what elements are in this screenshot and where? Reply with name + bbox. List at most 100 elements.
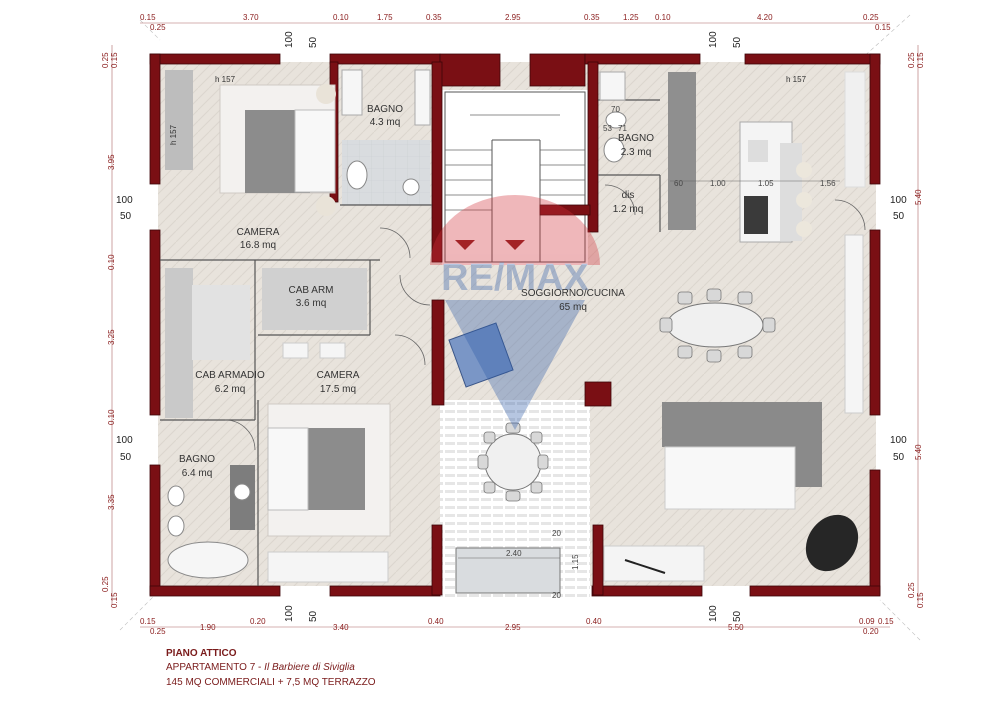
svg-text:71: 71: [618, 124, 627, 133]
dis-name: dis: [622, 190, 635, 201]
svg-text:0.25: 0.25: [150, 627, 166, 636]
camera-1-area: 16.8 mq: [240, 240, 276, 251]
svg-text:100: 100: [890, 195, 907, 206]
height-label-2: h 157: [786, 75, 807, 84]
apartment-line: APPARTAMENTO 7 - Il Barbiere di Siviglia: [166, 662, 355, 673]
svg-text:1.15: 1.15: [571, 554, 580, 570]
svg-text:1.05: 1.05: [758, 179, 774, 188]
svg-text:0.10: 0.10: [333, 13, 349, 22]
svg-text:50: 50: [893, 211, 905, 222]
doors: [224, 184, 866, 451]
furniture: [165, 69, 866, 594]
svg-text:0.25: 0.25: [101, 576, 110, 592]
svg-text:50: 50: [732, 36, 743, 48]
svg-text:0.35: 0.35: [426, 13, 442, 22]
svg-text:0.15: 0.15: [875, 23, 891, 32]
room-labels: BAGNO 4.3 mq BAGNO 2.3 mq dis 1.2 mq CAM…: [169, 75, 807, 479]
dining-table: [659, 288, 776, 363]
height-label-3: h 157: [169, 124, 178, 145]
svg-text:0.15: 0.15: [110, 52, 119, 68]
svg-text:100: 100: [116, 195, 133, 206]
sofa: [662, 402, 822, 510]
svg-text:3.25: 3.25: [107, 329, 116, 345]
remax-watermark: RE/MAX: [430, 195, 600, 430]
svg-text:0.40: 0.40: [428, 617, 444, 626]
interior-dimensions: 70 53 71 60 1.00 1.05 1.56 2.40 20 1.15 …: [458, 105, 840, 600]
svg-text:1.90: 1.90: [200, 623, 216, 632]
bathtub: [167, 541, 249, 579]
svg-text:2.95: 2.95: [505, 13, 521, 22]
svg-text:2.95: 2.95: [505, 623, 521, 632]
bagno-2-name: BAGNO: [618, 133, 654, 144]
apartment-label: APPARTAMENTO 7 -: [166, 662, 265, 673]
svg-text:50: 50: [732, 610, 743, 622]
camera-2-area: 17.5 mq: [320, 384, 356, 395]
svg-text:100: 100: [284, 605, 295, 622]
partitions: [160, 99, 661, 586]
svg-text:0.25: 0.25: [101, 52, 110, 68]
plan-title: PIANO ATTICO: [166, 648, 237, 659]
svg-text:0.10: 0.10: [107, 254, 116, 270]
svg-text:0.09: 0.09: [859, 617, 875, 626]
svg-text:0.15: 0.15: [878, 617, 894, 626]
svg-text:0.20: 0.20: [250, 617, 266, 626]
svg-text:0.15: 0.15: [916, 52, 925, 68]
soggiorno-name: SOGGIORNO/CUCINA: [521, 288, 625, 299]
dimensions-right: 0.25 0.15 5.40 5.40 0.25 0.15: [907, 45, 925, 608]
svg-text:3.70: 3.70: [243, 13, 259, 22]
dimensions-bottom: 0.15 0.25 1.90 0.20 3.40 0.40 2.95 0.40 …: [140, 617, 894, 636]
camera-1-name: CAMERA: [237, 227, 280, 238]
svg-text:0.10: 0.10: [107, 409, 116, 425]
svg-text:100: 100: [116, 435, 133, 446]
svg-text:0.15: 0.15: [916, 592, 925, 608]
svg-text:50: 50: [120, 452, 132, 463]
bagno-2-area: 2.3 mq: [621, 147, 652, 158]
svg-text:0.15: 0.15: [140, 617, 156, 626]
dimensions-left: 0.25 0.15 3.95 0.10 3.25 0.10 3.35 0.25 …: [101, 45, 119, 608]
svg-text:100: 100: [708, 605, 719, 622]
svg-text:0.25: 0.25: [150, 23, 166, 32]
stairs: [444, 91, 586, 263]
svg-text:0.35: 0.35: [584, 13, 600, 22]
svg-text:5.50: 5.50: [728, 623, 744, 632]
svg-text:60: 60: [674, 179, 683, 188]
camera-2-name: CAMERA: [317, 370, 360, 381]
area-summary: 145 MQ COMMERCIALI + 7,5 MQ TERRAZZO: [166, 677, 376, 688]
bagno-1-area: 4.3 mq: [370, 117, 401, 128]
dimensions-top: 0.15 0.25 3.70 0.10 1.75 0.35 2.95 0.35 …: [140, 13, 891, 32]
terrace-table: [477, 422, 549, 502]
svg-text:2.40: 2.40: [506, 549, 522, 558]
window-markers: 100 50 100 50 100 50 100 50 100 50 100 5…: [116, 31, 907, 622]
svg-text:0.10: 0.10: [655, 13, 671, 22]
svg-text:0.25: 0.25: [907, 582, 916, 598]
svg-text:0.40: 0.40: [586, 617, 602, 626]
svg-text:50: 50: [308, 610, 319, 622]
svg-text:70: 70: [611, 105, 620, 114]
svg-text:100: 100: [284, 31, 295, 48]
svg-text:50: 50: [308, 36, 319, 48]
svg-text:0.25: 0.25: [863, 13, 879, 22]
height-label-1: h 157: [215, 75, 236, 84]
walls: [149, 53, 881, 597]
armchair: [805, 514, 859, 572]
svg-text:1.56: 1.56: [820, 179, 836, 188]
svg-text:1.75: 1.75: [377, 13, 393, 22]
cab-arm-name: CAB ARM: [288, 285, 333, 296]
cab-arm-area: 3.6 mq: [296, 298, 327, 309]
svg-text:50: 50: [893, 452, 905, 463]
bagno-1-name: BAGNO: [367, 104, 403, 115]
armchair-blue: [448, 322, 514, 388]
svg-text:3.35: 3.35: [107, 494, 116, 510]
svg-text:1.00: 1.00: [710, 179, 726, 188]
svg-text:5.40: 5.40: [914, 189, 923, 205]
bagno-3-name: BAGNO: [179, 454, 215, 465]
svg-text:0.25: 0.25: [907, 52, 916, 68]
svg-text:3.95: 3.95: [107, 154, 116, 170]
svg-text:0.20: 0.20: [863, 627, 879, 636]
svg-text:50: 50: [120, 211, 132, 222]
cab-armadio-area: 6.2 mq: [215, 384, 246, 395]
svg-text:5.40: 5.40: [914, 444, 923, 460]
watermark-text: RE/MAX: [441, 257, 589, 299]
svg-text:4.20: 4.20: [757, 13, 773, 22]
